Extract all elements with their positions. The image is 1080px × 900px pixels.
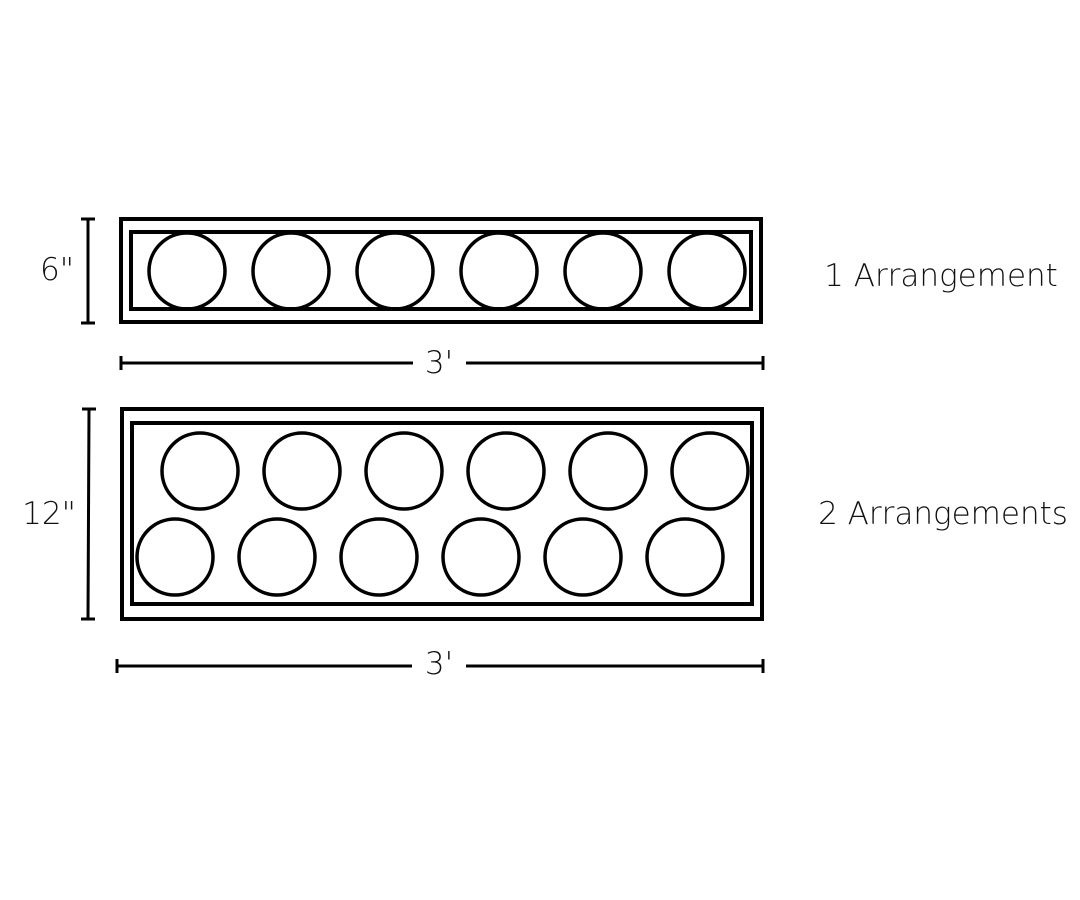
double-circle [160, 431, 240, 511]
single-circle [563, 231, 643, 311]
double-circle-grid [135, 431, 750, 597]
double-circle [670, 431, 750, 511]
double-width-label: 3' [425, 646, 453, 682]
double-height-line [86, 408, 91, 620]
double-circle [645, 517, 725, 597]
single-outer-box [119, 217, 763, 324]
double-circle [262, 431, 342, 511]
single-circle [147, 231, 227, 311]
single-circle [355, 231, 435, 311]
double-width-dimension: 3' [115, 646, 765, 682]
double-inner-box [130, 421, 754, 606]
double-circle [364, 431, 444, 511]
double-caption: 2 Arrangements [818, 496, 1068, 532]
double-height-label: 12" [22, 496, 76, 532]
double-circle [568, 431, 648, 511]
single-height-label: 6" [40, 252, 74, 288]
single-caption: 1 Arrangement [824, 258, 1058, 294]
single-circle [667, 231, 747, 311]
double-arrangement-diagram: 12" 3' 2 Arrangements [22, 407, 1068, 682]
double-circle [441, 517, 521, 597]
double-circle [135, 517, 215, 597]
double-circle [237, 517, 317, 597]
double-circle [339, 517, 419, 597]
double-height-dimension: 12" [22, 407, 96, 621]
single-inner-box [129, 230, 753, 311]
single-circle [251, 231, 331, 311]
double-circle [466, 431, 546, 511]
single-width-label: 3' [425, 345, 453, 381]
single-width-dimension: 3' [119, 345, 765, 381]
double-outer-box [120, 407, 764, 621]
double-circle [543, 517, 623, 597]
single-circle-row [147, 231, 747, 311]
single-circle [459, 231, 539, 311]
single-height-dimension: 6" [40, 217, 95, 325]
single-arrangement-diagram: 6" 3' 1 Arrangement [40, 217, 1058, 381]
